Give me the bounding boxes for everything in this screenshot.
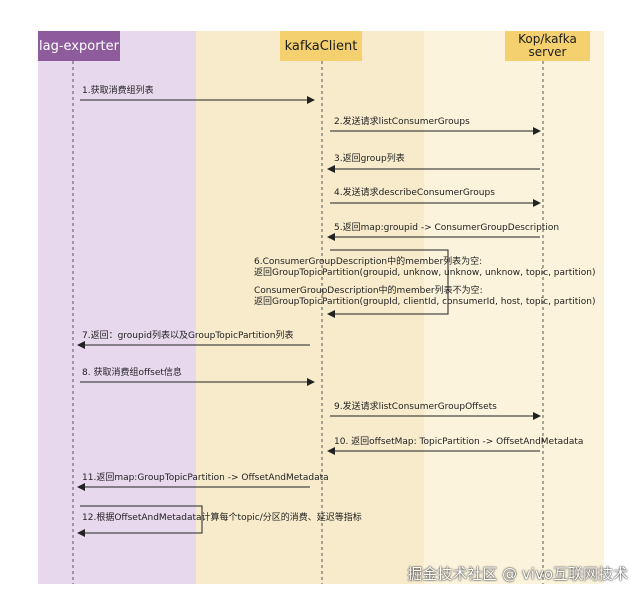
message-6-label-line3: ConsumerGroupDescription中的member列表不为空: (254, 286, 483, 296)
participant-kop-server: Kop/kafka server (505, 31, 590, 61)
lane-kafka-client (196, 31, 424, 584)
arrow-6-self (327, 249, 449, 318)
participant-lag-exporter: lag-exporter (38, 31, 120, 61)
watermark: 掘金技术社区 @ vivo互联网技术 (407, 565, 628, 583)
lane-lag-exporter (38, 31, 196, 584)
message-12-label: 12.根据OffsetAndMetadata计算每个topic/分区的消费、延迟… (82, 513, 362, 523)
message-6-label-line4: 返回GroupTopicPartition(groupId, clientId,… (254, 297, 596, 307)
message-5-label: 5.返回map:groupid -> ConsumerGroupDescript… (334, 223, 560, 233)
participant-kop-server-label: Kop/kafka server (518, 32, 577, 59)
message-1-label: 1.获取消费组列表 (82, 86, 154, 96)
message-7-label: 7.返回：groupid列表以及GroupTopicPartition列表 (82, 331, 294, 341)
arrow-12-self (77, 505, 203, 537)
participant-lag-exporter-label: lag-exporter (39, 38, 119, 54)
message-8-label: 8. 获取消费组offset信息 (82, 368, 182, 378)
lane-kop-server (424, 31, 604, 584)
participant-kafka-client: kafkaClient (280, 31, 362, 61)
message-2-label: 2.发送请求listConsumerGroups (334, 117, 470, 127)
message-6-label-line2: 返回GroupTopicPartition(groupid, unknow, u… (254, 268, 596, 278)
message-6-label-line1: 6.ConsumerGroupDescription中的member列表为空: (254, 257, 483, 267)
participant-kafka-client-label: kafkaClient (284, 38, 358, 54)
message-4-label: 4.发送请求describeConsumerGroups (334, 188, 495, 198)
message-3-label: 3.返回group列表 (334, 154, 405, 164)
message-9-label: 9.发送请求listConsumerGroupOffsets (334, 402, 497, 412)
message-10-label: 10. 返回offsetMap: TopicPartition -> Offse… (334, 437, 584, 447)
message-11-label: 11.返回map:GroupTopicPartition -> OffsetAn… (82, 473, 329, 483)
